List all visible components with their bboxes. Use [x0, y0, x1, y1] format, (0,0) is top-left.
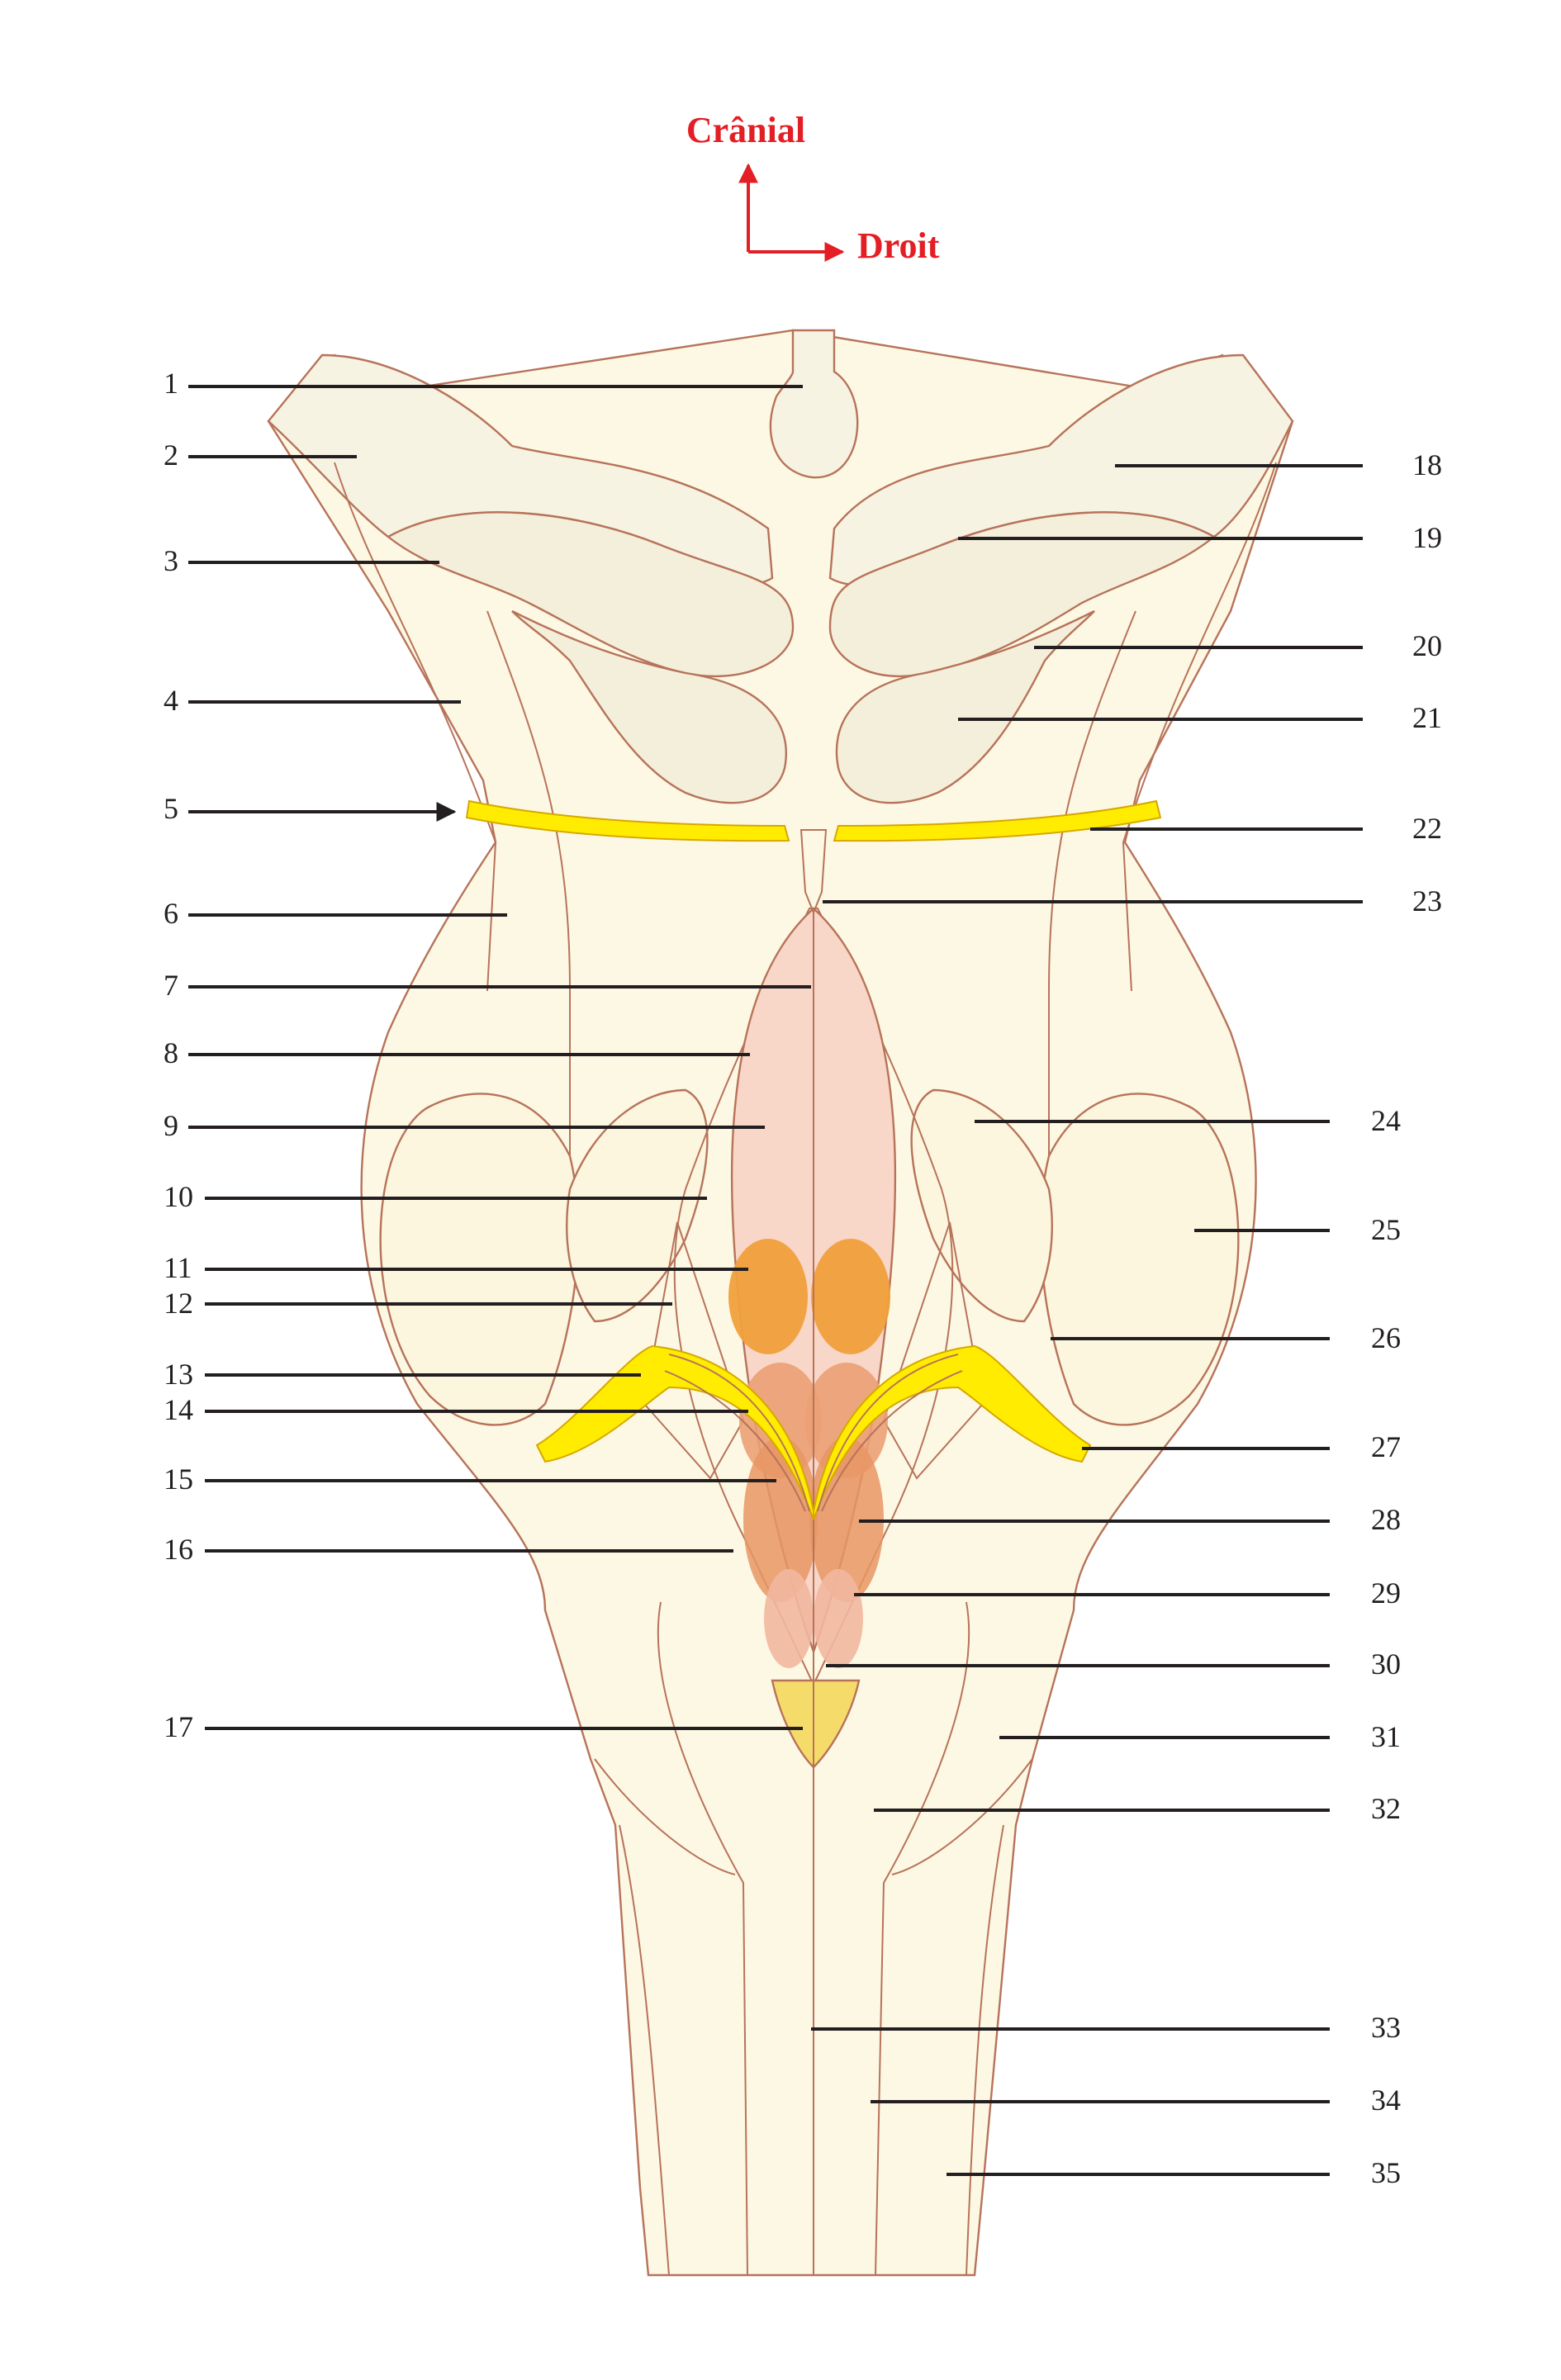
label-numbers: 1234567891011121314151617181920212223242… [164, 367, 1442, 2189]
label-11: 11 [164, 1251, 192, 1284]
cranial-label: Crânial [686, 110, 805, 150]
right-outer-bulge [1039, 1093, 1240, 1426]
label-32: 32 [1371, 1792, 1401, 1825]
orientation-indicator: Crânial Droit [686, 110, 940, 266]
right-lateral-line-1 [1122, 462, 1277, 992]
label-14: 14 [164, 1393, 193, 1426]
label-27: 27 [1371, 1430, 1401, 1463]
left-column-b [619, 1824, 670, 2276]
label-16: 16 [164, 1533, 193, 1566]
label-1: 1 [164, 367, 178, 400]
left-nucleus-29 [764, 1569, 814, 1668]
right-green-region [882, 1221, 985, 1480]
right-lateral-line-2 [1048, 610, 1136, 1197]
label-2: 2 [164, 439, 178, 472]
label-35: 35 [1371, 2156, 1401, 2189]
right-nucleus-14 [805, 1363, 888, 1478]
left-lateral-line-2 [486, 610, 571, 1197]
left-trochlear-nerve [465, 799, 790, 842]
right-upper-lobe [828, 511, 1217, 678]
label-24: 24 [1371, 1104, 1401, 1137]
label-29: 29 [1371, 1576, 1401, 1610]
label-31: 31 [1371, 1720, 1401, 1753]
left-column-a [657, 1601, 748, 2276]
label-15: 15 [164, 1463, 193, 1496]
label-26: 26 [1371, 1321, 1401, 1354]
label-30: 30 [1371, 1648, 1401, 1681]
label-12: 12 [164, 1287, 193, 1320]
label-33: 33 [1371, 2011, 1401, 2044]
label-20: 20 [1412, 629, 1442, 662]
label-19: 19 [1412, 521, 1442, 554]
left-olive [594, 1758, 736, 1875]
right-nerve-fan [813, 1344, 1092, 1520]
right-nucleus-29 [814, 1569, 863, 1668]
label-4: 4 [164, 684, 178, 717]
left-inner-bulge [566, 1088, 709, 1323]
left-fan-strand-2 [664, 1370, 806, 1512]
left-mid-lobe [511, 609, 787, 804]
label-6: 6 [164, 897, 178, 930]
left-nucleus-14 [739, 1363, 822, 1478]
label-28: 28 [1371, 1503, 1401, 1536]
label-3: 3 [164, 544, 178, 577]
label-17: 17 [164, 1710, 193, 1743]
right-column-a [875, 1601, 970, 2276]
right-nucleus-11 [811, 1239, 890, 1354]
label-21: 21 [1412, 701, 1442, 734]
label-10: 10 [164, 1180, 193, 1213]
right-column-b [966, 1824, 1004, 2276]
label-18: 18 [1412, 448, 1442, 481]
left-upper-lobe [386, 511, 795, 677]
right-olive [891, 1758, 1033, 1875]
left-fan-strand-1 [668, 1354, 810, 1512]
pineal-structure [769, 329, 859, 479]
label-22: 22 [1412, 812, 1442, 845]
aqueduct [799, 829, 828, 915]
label-5: 5 [164, 792, 178, 825]
left-green-region [643, 1221, 745, 1480]
label-7: 7 [164, 969, 178, 1002]
right-label: Droit [857, 225, 940, 266]
left-nucleus-11 [728, 1239, 808, 1354]
right-inner-bulge [910, 1088, 1053, 1323]
left-lateral-line-1 [334, 462, 497, 992]
label-8: 8 [164, 1036, 178, 1069]
right-mid-lobe [835, 609, 1095, 804]
right-fan-strand-2 [821, 1370, 963, 1512]
label-9: 9 [164, 1109, 178, 1142]
label-13: 13 [164, 1358, 193, 1391]
right-fan-strand-1 [817, 1354, 959, 1512]
label-25: 25 [1371, 1213, 1401, 1246]
label-leaders [188, 385, 1363, 2176]
label-23: 23 [1412, 884, 1442, 917]
label-34: 34 [1371, 2084, 1401, 2117]
